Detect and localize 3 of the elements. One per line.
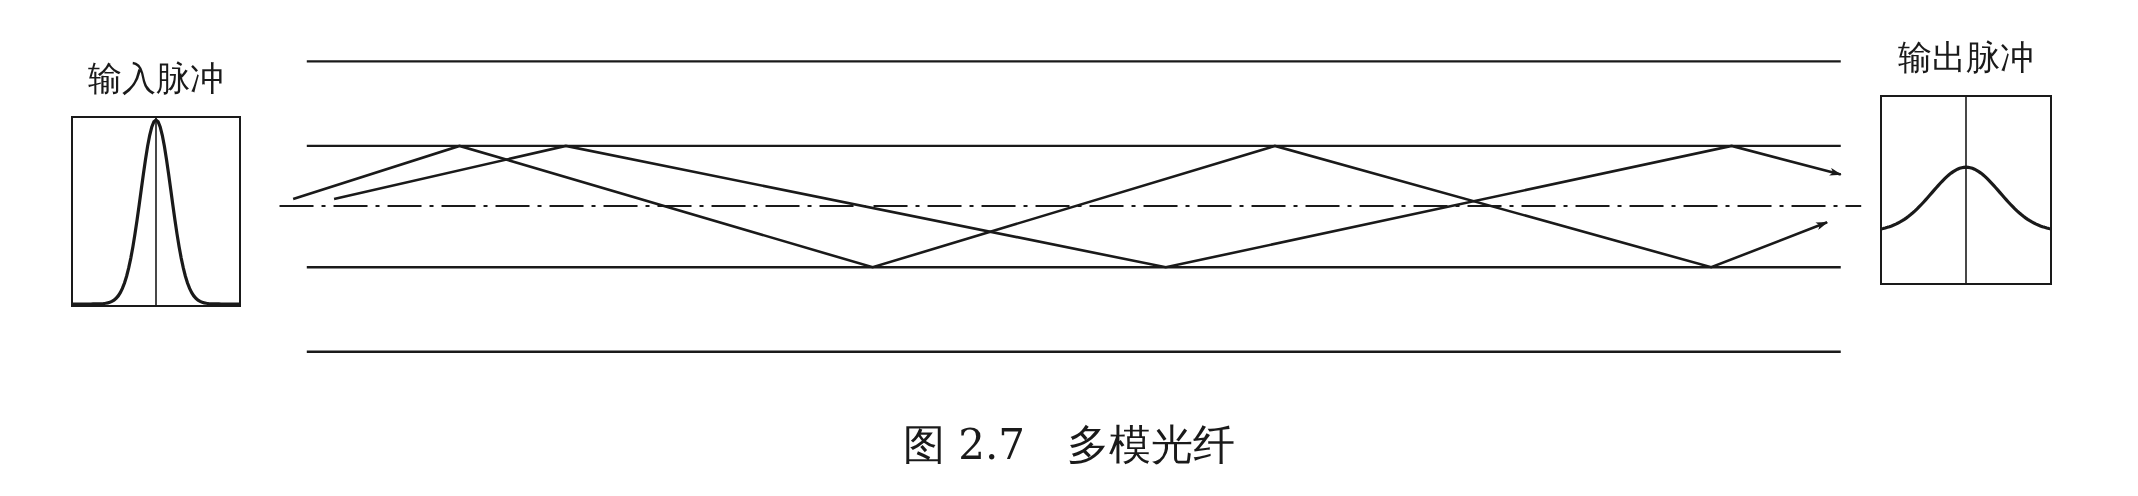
figure-caption: 图 2.7 多模光纤 <box>901 420 1237 470</box>
pulse-label: 输出脉冲 <box>1897 37 2035 77</box>
pulse-label: 输入脉冲 <box>87 58 225 98</box>
